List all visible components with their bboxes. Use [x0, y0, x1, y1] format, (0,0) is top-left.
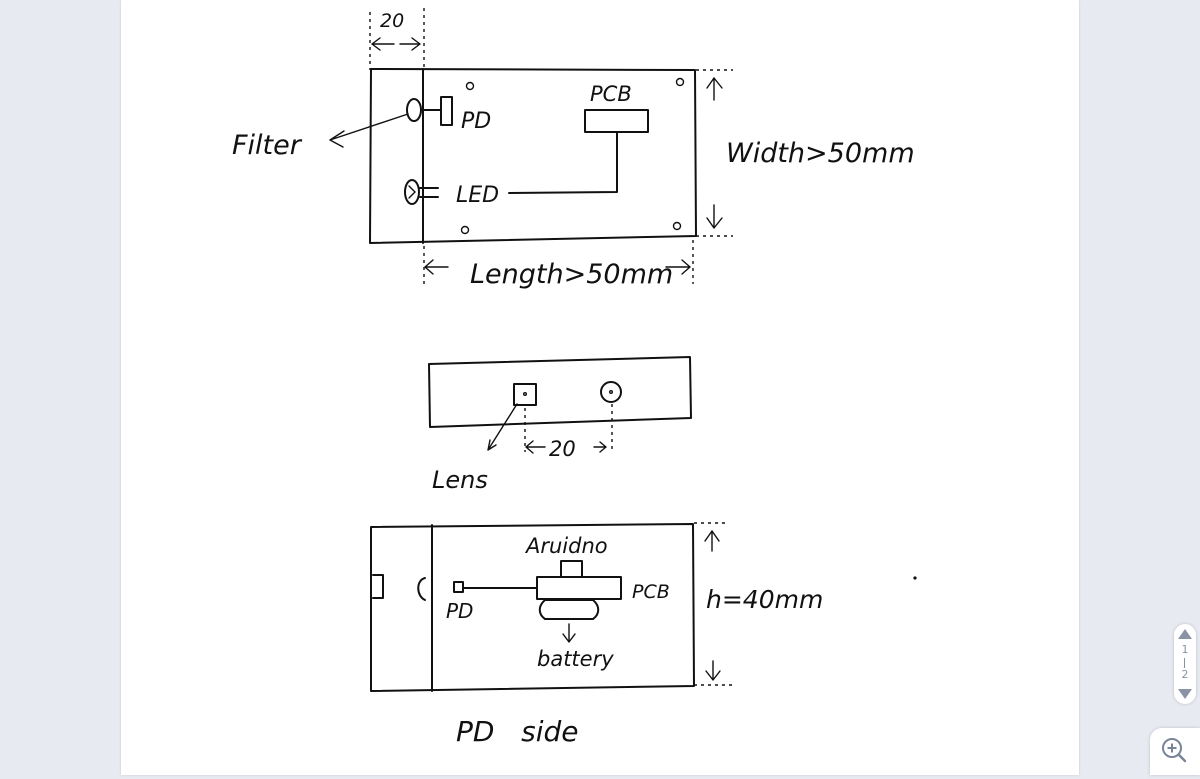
- led-label: LED: [456, 183, 499, 208]
- side-filter-slot: [372, 574, 384, 599]
- front-spacing-arrows: [525, 440, 607, 454]
- front-housing-outline: [428, 356, 692, 428]
- pd-label: PD: [461, 109, 491, 134]
- side-pd-label: PD: [446, 599, 473, 623]
- lens-label: Lens: [432, 466, 488, 494]
- lens-arrow: [487, 403, 518, 451]
- battery-arrow: [562, 623, 576, 643]
- chevron-up-icon: [1178, 629, 1192, 639]
- top-view: 20 Filter PD PCB LED: [232, 8, 915, 290]
- side-pd-box: [453, 581, 464, 593]
- front-pd-window: [513, 383, 537, 406]
- arduino-board: [560, 560, 583, 578]
- zoom-in-button[interactable]: [1150, 728, 1200, 775]
- battery-pack: [538, 599, 600, 620]
- battery-label: battery: [537, 647, 614, 671]
- next-page-button[interactable]: [1174, 686, 1196, 702]
- mount-hole-2: [675, 77, 685, 87]
- led-element: [404, 179, 420, 205]
- pd-component: [420, 96, 453, 126]
- pcb-box: [584, 109, 649, 133]
- zoom-in-icon: [1162, 738, 1187, 763]
- led-mark: [408, 185, 416, 199]
- chevron-down-icon: [1178, 689, 1192, 699]
- page-separator: [1184, 658, 1185, 668]
- page-navigator: 1 2: [1174, 624, 1196, 704]
- side-view: PD Aruidno PCB battery h=40mm PD side: [370, 522, 917, 748]
- filter-label: Filter: [232, 130, 303, 161]
- side-pcb-label: PCB: [632, 581, 670, 603]
- filter-element: [406, 98, 422, 122]
- prev-page-button[interactable]: [1174, 626, 1196, 642]
- pcb-wire: [508, 131, 618, 194]
- mount-hole-1: [465, 81, 475, 91]
- length-arrow-left: [424, 259, 449, 275]
- front-spacing-label: 20: [549, 437, 576, 461]
- stray-dot: [913, 576, 917, 580]
- height-arrow-down: [705, 660, 721, 681]
- front-view: Lens 20: [428, 356, 692, 494]
- side-housing-outline: [370, 523, 695, 692]
- front-pd-center: [523, 392, 528, 397]
- width-arrow-up: [706, 77, 723, 101]
- mount-hole-3: [460, 225, 470, 235]
- length-arrow-right: [665, 259, 691, 275]
- filter-arrow: [329, 113, 409, 148]
- top-spacing-label: 20: [380, 10, 404, 32]
- width-label: Width>50mm: [726, 138, 915, 169]
- front-led-window: [600, 381, 622, 403]
- width-arrow-down: [706, 204, 723, 229]
- top-housing-outline: [369, 68, 697, 244]
- mount-hole-4: [672, 221, 682, 231]
- led-leads: [419, 187, 439, 198]
- current-page-number: 1: [1181, 643, 1189, 656]
- height-arrow-up: [704, 530, 720, 552]
- side-pcb-board: [536, 576, 622, 600]
- side-caption: PD side: [456, 715, 579, 748]
- spacing-arrows: [371, 37, 421, 51]
- height-label: h=40mm: [706, 585, 823, 614]
- total-page-number: 2: [1181, 668, 1189, 681]
- arduino-label: Aruidno: [524, 534, 608, 558]
- front-led-center: [609, 390, 614, 395]
- document-page: [121, 0, 1079, 775]
- pcb-label: PCB: [590, 82, 632, 106]
- side-lens: [417, 577, 426, 601]
- length-label: Length>50mm: [470, 259, 673, 290]
